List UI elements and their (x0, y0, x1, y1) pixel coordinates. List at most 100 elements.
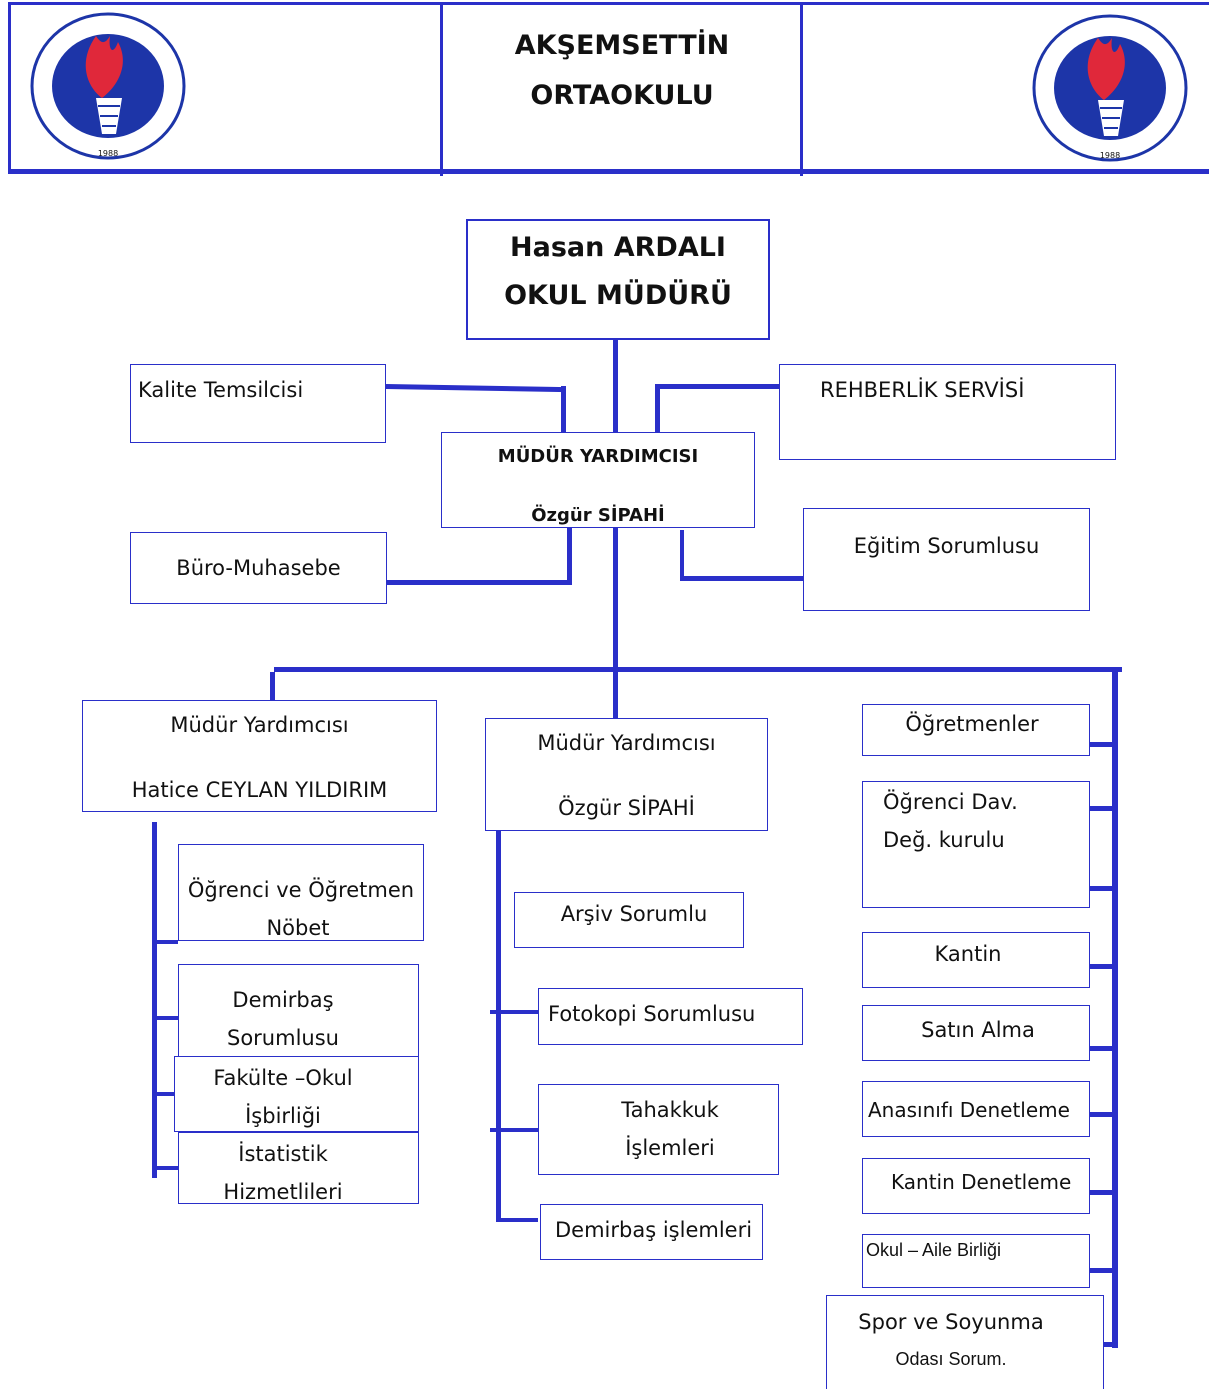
inventory-ops-box (540, 1204, 763, 1260)
connector (152, 1092, 174, 1096)
kindergarten-label: Anasınıfı Denetleme (868, 1098, 1070, 1122)
connector (567, 528, 572, 584)
header-left-border (8, 2, 11, 172)
duty-box (178, 844, 424, 941)
logo-year: 1988 (1100, 151, 1120, 160)
school-name-line1: AKŞEMSETTİN (514, 30, 730, 61)
accrual-line2: İşlemleri (625, 1136, 715, 1160)
archive-box (514, 892, 744, 948)
kindergarten-box (862, 1081, 1090, 1137)
parents-label: Okul – Aile Birliği (866, 1240, 1002, 1260)
connector (1090, 886, 1114, 891)
guidance-label: REHBERLİK SERVİSİ (820, 378, 1025, 402)
connector (152, 822, 157, 1178)
connector (680, 530, 684, 580)
education-box (803, 508, 1090, 611)
sports-line1: Spor ve Soyunma (858, 1310, 1044, 1334)
connector (152, 1166, 178, 1170)
header-divider-2 (800, 2, 803, 176)
header-top-border (8, 2, 1209, 5)
connector (561, 386, 566, 432)
connector (655, 384, 779, 389)
faculty-box (174, 1056, 419, 1132)
canteen-label: Kantin (934, 942, 1002, 966)
connector (1090, 742, 1114, 747)
accrual-line1: Tahakkuk (621, 1098, 719, 1122)
stats-box (178, 1132, 419, 1204)
school-logo-right: 1988 (1032, 14, 1188, 162)
canteen-inspect-label: Kantin Denetleme (891, 1170, 1072, 1194)
inventory-line2: Sorumlusu (227, 1026, 339, 1050)
faculty-line1: Fakülte –Okul (213, 1066, 353, 1090)
sports-line2: Odası Sorum. (895, 1349, 1007, 1369)
archive-label: Arşiv Sorumlu (560, 902, 708, 926)
vp-left-box (82, 700, 437, 812)
connector (385, 384, 567, 393)
vice-main-box (441, 432, 755, 528)
connector (1090, 1268, 1114, 1273)
connector (655, 384, 660, 432)
guidance-box (779, 364, 1116, 460)
quality-rep-box (130, 364, 386, 443)
vp-mid-title: Müdür Yardımcısı (537, 731, 716, 755)
connector (490, 1010, 538, 1014)
connector (152, 1016, 178, 1020)
vice-main-name: Özgür SİPAHİ (531, 505, 665, 526)
connector (1090, 1190, 1114, 1195)
canteen-inspect-box (862, 1158, 1090, 1214)
torch-icon (30, 12, 186, 160)
quality-rep-label: Kalite Temsilcisi (138, 378, 304, 402)
photocopy-label: Fotokopi Sorumlusu (548, 1002, 756, 1026)
behavior-line2: Değ. kurulu (883, 828, 1005, 852)
connector (496, 1218, 538, 1222)
canteen-box (862, 932, 1090, 988)
connector (496, 830, 501, 1222)
parents-box (862, 1234, 1090, 1288)
faculty-line2: İşbirliği (245, 1104, 321, 1128)
duty-line2: Nöbet (266, 916, 330, 940)
vp-mid-name: Özgür SİPAHİ (558, 796, 695, 820)
office-label: Büro-Muhasebe (176, 556, 341, 580)
teachers-box (862, 704, 1090, 756)
accrual-box (538, 1084, 779, 1175)
vice-main-title: MÜDÜR YARDIMCISI (497, 446, 699, 467)
purchasing-box (862, 1005, 1090, 1061)
inventory-ops-label: Demirbaş işlemleri (555, 1218, 753, 1242)
connector (1112, 672, 1118, 1348)
logo-year: 1988 (98, 149, 118, 158)
header-bottom-border (8, 169, 1209, 174)
principal-title: OKUL MÜDÜRÜ (504, 280, 732, 311)
vp-left-title: Müdür Yardımcısı (170, 713, 349, 737)
torch-icon (1032, 14, 1188, 162)
behavior-box (862, 781, 1090, 908)
connector (680, 576, 803, 581)
duty-line1: Öğrenci ve Öğretmen (187, 878, 415, 902)
connector (1090, 964, 1114, 969)
principal-box (466, 219, 770, 340)
photocopy-box (538, 988, 803, 1045)
connector (1090, 1046, 1114, 1051)
purchasing-label: Satın Alma (921, 1018, 1035, 1042)
connector (1100, 1342, 1116, 1347)
teachers-label: Öğretmenler (905, 712, 1039, 736)
connector (1090, 806, 1114, 811)
connector (490, 1128, 538, 1132)
connector (1090, 1112, 1114, 1117)
sports-box (826, 1295, 1104, 1389)
office-box (130, 532, 387, 604)
stats-line2: Hizmetlileri (223, 1180, 343, 1204)
connector (613, 528, 618, 718)
school-logo-left: 1988 (30, 12, 186, 160)
stats-line1: İstatistik (238, 1142, 328, 1166)
header-divider-1 (440, 2, 443, 176)
behavior-line1: Öğrenci Dav. (883, 790, 1018, 814)
vp-left-name: Hatice CEYLAN YILDIRIM (131, 778, 388, 802)
education-label: Eğitim Sorumlusu (853, 534, 1040, 558)
connector (152, 940, 178, 944)
inventory-line1: Demirbaş (232, 988, 334, 1012)
principal-name: Hasan ARDALI (510, 232, 726, 263)
connector (613, 340, 618, 432)
connector (274, 667, 1122, 672)
connector (270, 672, 275, 718)
connector (386, 580, 572, 585)
